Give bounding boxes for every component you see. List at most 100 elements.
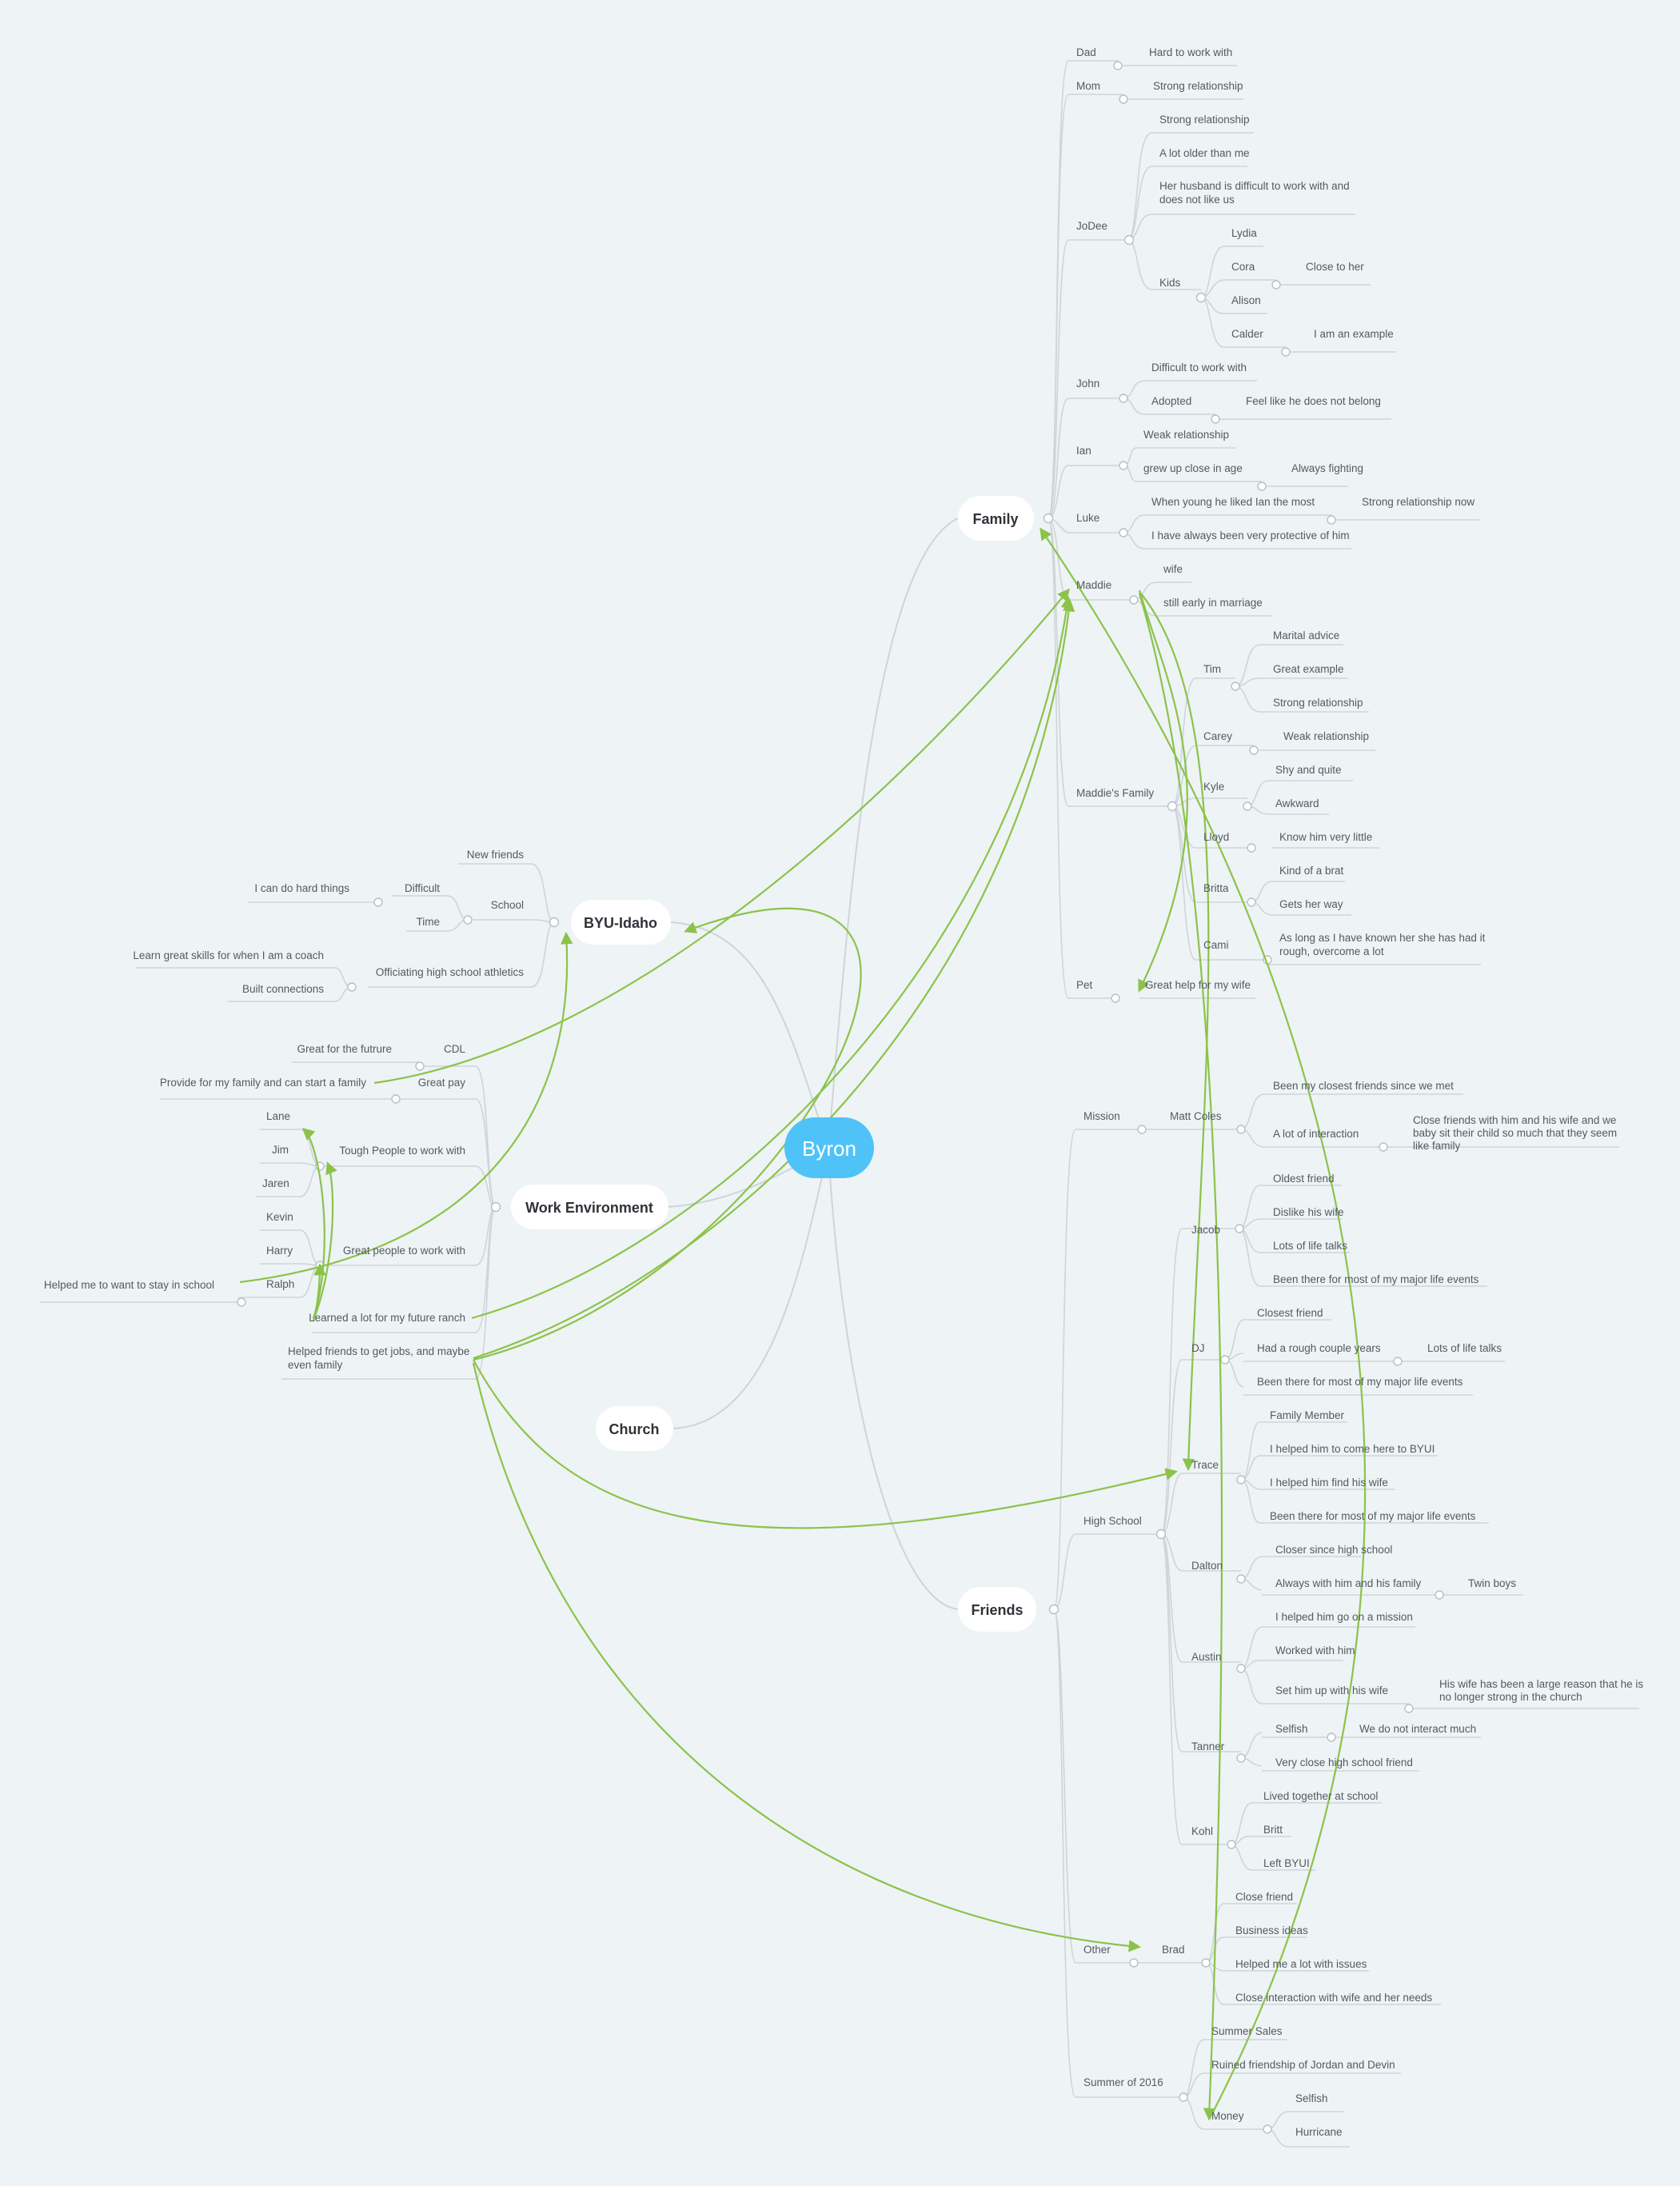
topic-tim-note[interactable]: Great example — [1273, 663, 1344, 675]
topic-twin-boys[interactable]: Twin boys — [1468, 1577, 1516, 1589]
topic-jacob-note[interactable]: Lots of life talks — [1273, 1240, 1347, 1252]
topic-trace-note[interactable]: I helped him find his wife — [1270, 1477, 1388, 1489]
topic-lane[interactable]: Lane — [266, 1110, 290, 1122]
topic-britta[interactable]: Britta — [1203, 882, 1229, 894]
topic-john-note[interactable]: Difficult to work with — [1151, 362, 1247, 374]
topic-matt-family[interactable]: Close friends with him and his wife and … — [1413, 1114, 1616, 1126]
topic-cora-note[interactable]: Close to her — [1306, 261, 1364, 273]
topic-other[interactable]: Other — [1083, 1944, 1111, 1956]
topic-carey-note[interactable]: Weak relationship — [1283, 730, 1369, 742]
topic-tanner-selfish[interactable]: Selfish — [1275, 1723, 1308, 1735]
topic-brad[interactable]: Brad — [1162, 1944, 1185, 1956]
topic-pet-note[interactable]: Great help for my wife — [1145, 979, 1251, 991]
topic-john[interactable]: John — [1076, 378, 1099, 390]
topic-dalton[interactable]: Dalton — [1191, 1560, 1223, 1572]
topic-adopted-note[interactable]: Feel like he does not belong — [1246, 395, 1381, 407]
topic-austin[interactable]: Austin — [1191, 1651, 1222, 1663]
topic-trace[interactable]: Trace — [1191, 1459, 1219, 1471]
topic-tim[interactable]: Tim — [1203, 663, 1221, 675]
topic-ruined-friendship[interactable]: Ruined friendship of Jordan and Devin — [1211, 2059, 1395, 2071]
topic-luke-young[interactable]: When young he liked Ian the most — [1151, 496, 1315, 508]
topic-kyle-note[interactable]: Shy and quite — [1275, 764, 1342, 776]
topic-trace-note[interactable]: Been there for most of my major life eve… — [1270, 1510, 1476, 1522]
topic-connections[interactable]: Built connections — [242, 983, 324, 995]
topic-britta-note[interactable]: Gets her way — [1279, 898, 1343, 910]
topic-tough-people[interactable]: Tough People to work with — [339, 1145, 465, 1157]
topic-cdl-note[interactable]: Great for the futrure — [297, 1043, 392, 1055]
topic-dj-rough[interactable]: Had a rough couple years — [1257, 1342, 1381, 1354]
topic-money[interactable]: Money — [1211, 2110, 1244, 2122]
topic-cora[interactable]: Cora — [1231, 261, 1255, 273]
topic-officiating[interactable]: Officiating high school athletics — [376, 966, 524, 978]
topic-jodee-note[interactable]: A lot older than me — [1159, 147, 1250, 159]
topic-stay-in-school[interactable]: Helped me to want to stay in school — [44, 1279, 214, 1291]
topic-cami-note[interactable]: As long as I have known her she has had … — [1279, 932, 1486, 944]
topic-tanner-close[interactable]: Very close high school friend — [1275, 1756, 1413, 1768]
topic-mom[interactable]: Mom — [1076, 80, 1100, 92]
topic-dj-note[interactable]: Closest friend — [1257, 1307, 1323, 1319]
topic-jacob-note[interactable]: Been there for most of my major life eve… — [1273, 1273, 1479, 1285]
topic-trace-note[interactable]: Family Member — [1270, 1409, 1345, 1421]
topic-jodee-husband[interactable]: Her husband is difficult to work with an… — [1159, 180, 1350, 192]
topic-dj[interactable]: DJ — [1191, 1342, 1205, 1354]
topic-kohl-note[interactable]: Left BYUI — [1263, 1857, 1310, 1869]
topic-time[interactable]: Time — [417, 916, 441, 928]
topic-ian-age[interactable]: grew up close in age — [1143, 462, 1243, 474]
topic-tanner-interact[interactable]: We do not interact much — [1359, 1723, 1476, 1735]
topic-jacob[interactable]: Jacob — [1191, 1224, 1220, 1236]
topic-brad-note[interactable]: Helped me a lot with issues — [1235, 1958, 1367, 1970]
topic-tim-note[interactable]: Marital advice — [1273, 629, 1339, 641]
node-work-environment[interactable]: Work Environment — [511, 1185, 668, 1229]
topic-cami[interactable]: Cami — [1203, 939, 1229, 951]
topic-dj-events[interactable]: Been there for most of my major life eve… — [1257, 1376, 1463, 1388]
topic-summer-sales[interactable]: Summer Sales — [1211, 2025, 1283, 2037]
node-church[interactable]: Church — [596, 1406, 673, 1451]
topic-carey[interactable]: Carey — [1203, 730, 1232, 742]
topic-jacob-note[interactable]: Oldest friend — [1273, 1173, 1335, 1185]
topic-difficult[interactable]: Difficult — [405, 882, 440, 894]
node-root[interactable]: Byron — [784, 1117, 874, 1178]
topic-school[interactable]: School — [491, 899, 524, 911]
topic-jim[interactable]: Jim — [272, 1144, 289, 1156]
topic-matt-interaction[interactable]: A lot of interaction — [1273, 1128, 1359, 1140]
topic-jacob-note[interactable]: Dislike his wife — [1273, 1206, 1344, 1218]
topic-future-ranch[interactable]: Learned a lot for my future ranch — [309, 1312, 465, 1324]
topic-maddie[interactable]: Maddie — [1076, 579, 1111, 591]
topic-jodee[interactable]: JoDee — [1076, 220, 1107, 232]
topic-jaren[interactable]: Jaren — [262, 1177, 289, 1189]
topic-lydia[interactable]: Lydia — [1231, 227, 1257, 239]
topic-calder-note[interactable]: I am an example — [1314, 328, 1394, 340]
topic-kids[interactable]: Kids — [1159, 277, 1181, 289]
topic-jodee-note[interactable]: Strong relationship — [1159, 114, 1250, 126]
topic-maddie-marriage[interactable]: still early in marriage — [1163, 597, 1263, 609]
topic-luke-now[interactable]: Strong relationship now — [1362, 496, 1474, 508]
topic-kohl-note[interactable]: Britt — [1263, 1824, 1283, 1836]
topic-coach-skills[interactable]: Learn great skills for when I am a coach — [133, 949, 324, 961]
topic-trace-note[interactable]: I helped him to come here to BYUI — [1270, 1443, 1435, 1455]
topic-dj-talks[interactable]: Lots of life talks — [1427, 1342, 1502, 1354]
topic-luke-protect[interactable]: I have always been very protective of hi… — [1151, 530, 1350, 542]
topic-adopted[interactable]: Adopted — [1151, 395, 1191, 407]
topic-austin-wife[interactable]: Set him up with his wife — [1275, 1684, 1388, 1696]
topic-provide-family[interactable]: Provide for my family and can start a fa… — [160, 1077, 366, 1089]
topic-cdl[interactable]: CDL — [444, 1043, 465, 1055]
topic-kevin[interactable]: Kevin — [266, 1211, 293, 1223]
topic-ian-fighting[interactable]: Always fighting — [1291, 462, 1363, 474]
topic-maddies-family[interactable]: Maddie's Family — [1076, 787, 1154, 799]
topic-tanner[interactable]: Tanner — [1191, 1740, 1225, 1752]
topic-hard-things[interactable]: I can do hard things — [254, 882, 349, 894]
topic-matt-coles[interactable]: Matt Coles — [1170, 1110, 1222, 1122]
topic-helped-friends-jobs[interactable]: Helped friends to get jobs, and maybe — [288, 1345, 469, 1357]
topic-ralph[interactable]: Ralph — [266, 1278, 294, 1290]
topic-money-hurricane[interactable]: Hurricane — [1295, 2126, 1343, 2138]
topic-matt-note[interactable]: Been my closest friends since we met — [1273, 1080, 1454, 1092]
topic-dalton-note[interactable]: Closer since high school — [1275, 1544, 1392, 1556]
topic-dad-note[interactable]: Hard to work with — [1149, 46, 1232, 58]
topic-austin-note[interactable]: Worked with him — [1275, 1644, 1355, 1656]
topic-austin-note[interactable]: I helped him go on a mission — [1275, 1611, 1413, 1623]
topic-dalton-family[interactable]: Always with him and his family — [1275, 1577, 1422, 1589]
topic-alison[interactable]: Alison — [1231, 294, 1261, 306]
topic-brad-note[interactable]: Close interaction with wife and her need… — [1235, 1992, 1432, 2004]
topic-lloyd[interactable]: Lloyd — [1203, 831, 1229, 843]
topic-summer-2016[interactable]: Summer of 2016 — [1083, 2076, 1163, 2088]
